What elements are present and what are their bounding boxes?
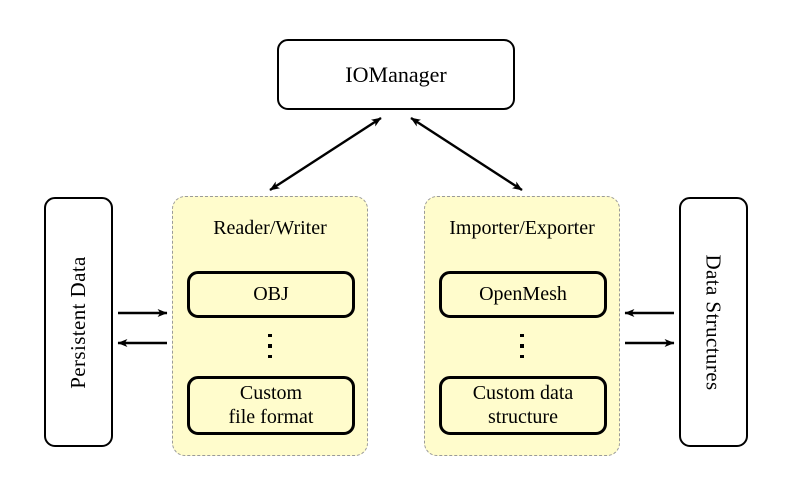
item-custom-file-format-line1: Custom <box>239 382 303 405</box>
data-structures-label: Data Structures <box>702 253 727 391</box>
panel-importer-exporter[interactable]: Importer/Exporter OpenMesh Custom data s… <box>424 196 620 456</box>
item-custom-file-format-label: Custom file format <box>229 382 314 428</box>
item-custom-file-format-line2: file format <box>228 405 314 428</box>
item-openmesh-label: OpenMesh <box>479 282 567 305</box>
item-custom-data-structure-label: Custom data structure <box>473 382 574 428</box>
reader-writer-ellipsis-icon <box>173 334 367 359</box>
importer-exporter-ellipsis-icon <box>425 334 619 359</box>
io-manager-label: IOManager <box>345 61 447 87</box>
persistent-data-box[interactable]: Persistent Data <box>44 197 113 447</box>
arrow-manager-importer-exporter <box>410 116 523 192</box>
item-custom-data-structure-line1: Custom data <box>472 382 574 405</box>
data-structures-box[interactable]: Data Structures <box>679 197 748 447</box>
persistent-data-label: Persistent Data <box>66 255 90 389</box>
arrow-manager-reader-writer <box>269 116 382 192</box>
item-custom-file-format[interactable]: Custom file format <box>187 376 355 435</box>
item-obj[interactable]: OBJ <box>187 271 355 318</box>
item-custom-data-structure-line2: structure <box>488 405 558 428</box>
item-custom-data-structure[interactable]: Custom data structure <box>439 376 607 435</box>
item-obj-label: OBJ <box>253 282 289 305</box>
panel-importer-exporter-title: Importer/Exporter <box>449 217 595 239</box>
panel-reader-writer-title: Reader/Writer <box>213 217 327 239</box>
io-manager-box[interactable]: IOManager <box>277 39 515 110</box>
panel-reader-writer[interactable]: Reader/Writer OBJ Custom file format <box>172 196 368 456</box>
item-openmesh[interactable]: OpenMesh <box>439 271 607 318</box>
